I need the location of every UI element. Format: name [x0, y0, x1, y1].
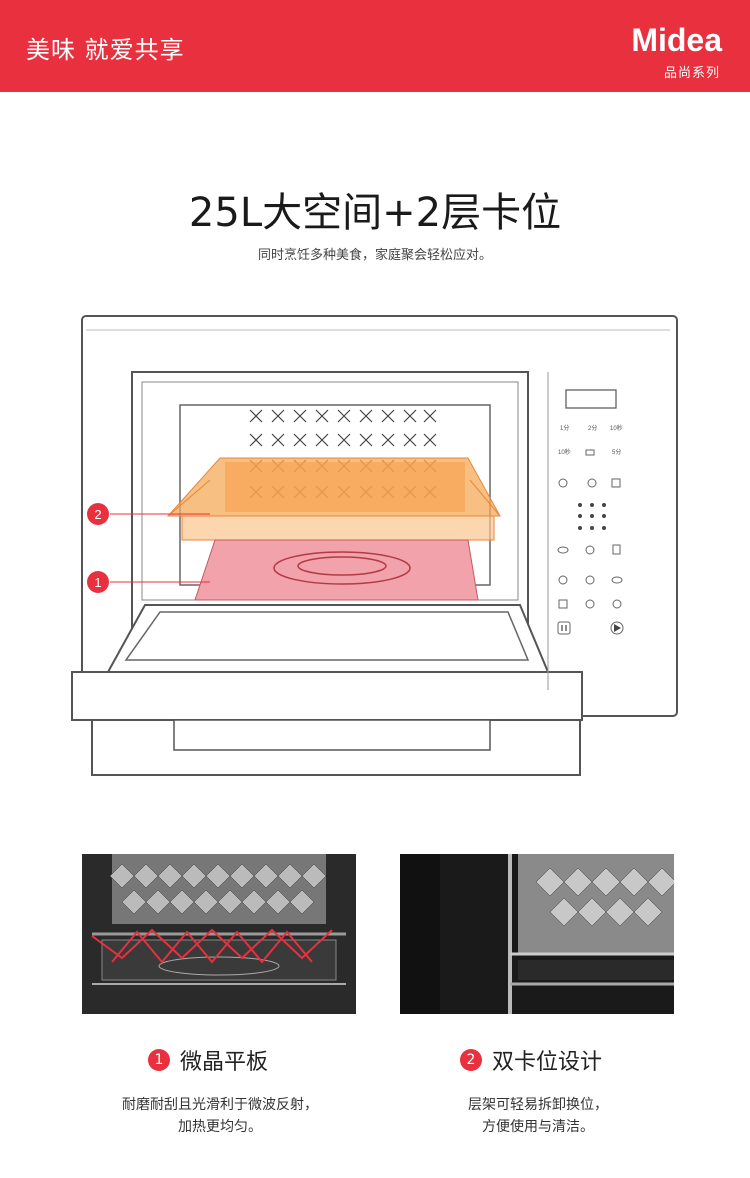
- grill-pattern: [249, 409, 437, 499]
- feature-2-description: 层架可轻易拆卸换位， 方便使用与清洁。: [388, 1094, 688, 1138]
- header-banner: 美味 就爱共享 Midea 品尚系列: [0, 0, 750, 92]
- dual-rack-photo: [400, 854, 674, 1014]
- svg-text:10秒: 10秒: [558, 448, 571, 456]
- brand-logo: Midea 品尚系列: [582, 20, 722, 82]
- svg-text:2分: 2分: [588, 424, 597, 432]
- crystal-plate-photo: [82, 854, 356, 1014]
- page-title: 25L大空间+2层卡位: [188, 190, 562, 236]
- page-subtitle: 同时烹饪多种美食，家庭聚会轻松应对。: [257, 248, 492, 263]
- microwave-diagram: 2 1 1分 2分 10秒 10秒 5分: [71, 315, 678, 776]
- svg-text:5分: 5分: [612, 448, 621, 456]
- feature-1-label: 微晶平板: [180, 1050, 269, 1075]
- slogan-text: 美味 就爱共享: [26, 36, 185, 64]
- feature-2-title: 2 双卡位设计: [460, 1044, 602, 1076]
- feature-2-desc-line2: 方便使用与清洁。: [482, 1119, 594, 1135]
- svg-text:1分: 1分: [560, 424, 569, 432]
- feature-2-badge: 2: [460, 1049, 482, 1071]
- brand-series: 品尚系列: [663, 66, 720, 81]
- feature-1-badge: 1: [148, 1049, 170, 1071]
- callout-1: 1: [87, 571, 210, 593]
- feature-2-desc-line1: 层架可轻易拆卸换位，: [468, 1097, 608, 1113]
- feature-1-desc-line1: 耐磨耐刮且光滑利于微波反射，: [122, 1097, 318, 1113]
- feature-1-description: 耐磨耐刮且光滑利于微波反射， 加热更均匀。: [70, 1094, 370, 1138]
- svg-text:1: 1: [94, 575, 101, 590]
- svg-text:2: 2: [94, 507, 101, 522]
- feature-2-label: 双卡位设计: [492, 1050, 603, 1075]
- callout-2: 2: [87, 503, 210, 525]
- svg-text:10秒: 10秒: [610, 424, 623, 432]
- brand-name: Midea: [631, 22, 722, 58]
- feature-1-desc-line2: 加热更均匀。: [178, 1119, 262, 1135]
- feature-1-title: 1 微晶平板: [148, 1044, 268, 1076]
